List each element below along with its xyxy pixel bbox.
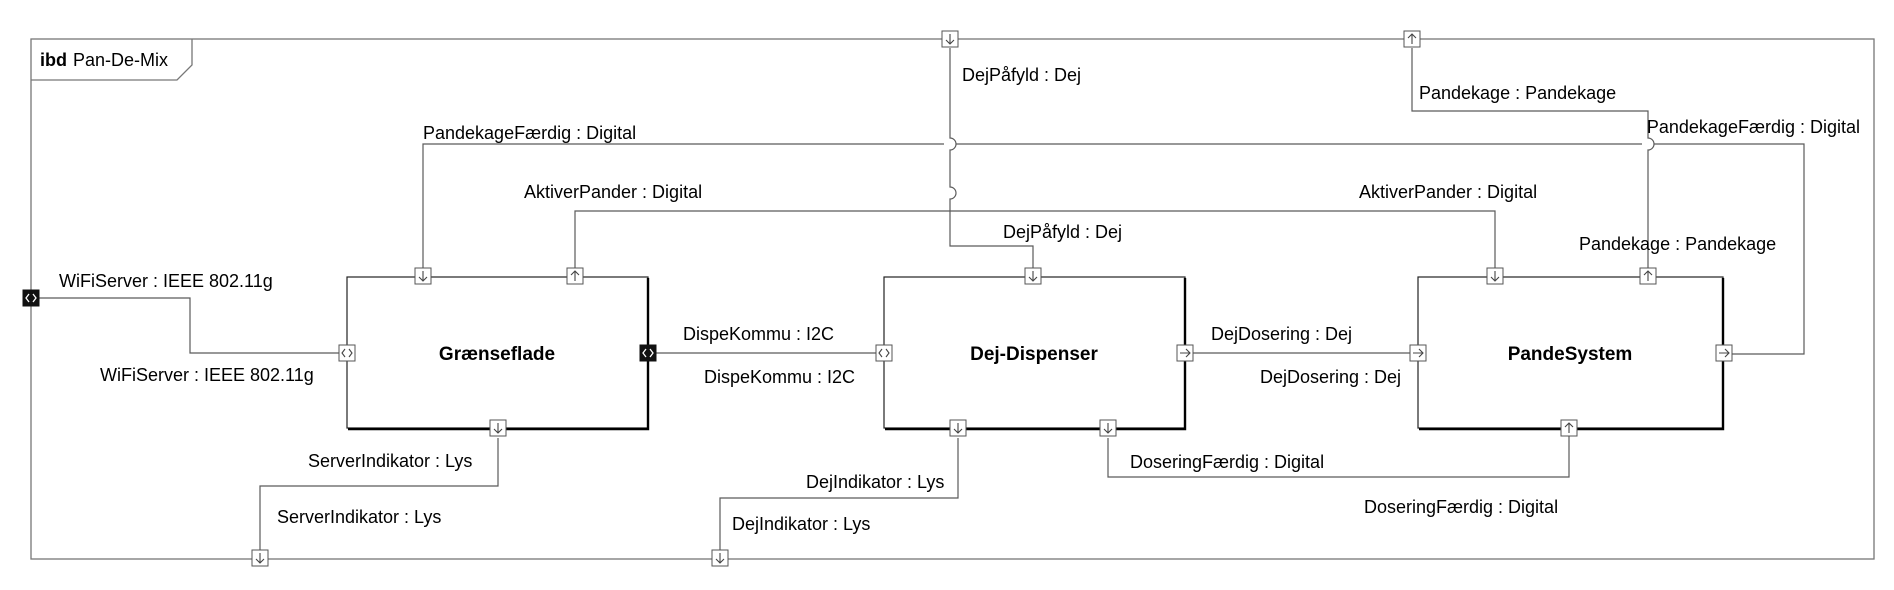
block-pandesystem[interactable]: PandeSystem (1417, 276, 1725, 431)
wire-wifiserver (39, 297, 339, 354)
port-graenseflade-serverindikator-out[interactable] (489, 419, 507, 437)
wire-aktiverpander (574, 210, 1496, 268)
label-wifiserver-inner: WiFiServer : IEEE 802.11g (100, 365, 314, 385)
label-dejpafyld-top: DejPåfyld : Dej (962, 65, 1081, 85)
bidirectional-icon (25, 293, 37, 303)
port-dispenser-dejdosering-out[interactable] (1176, 344, 1194, 362)
label-pandekagefaerdig-left: PandekageFærdig : Digital (423, 123, 636, 143)
port-pandesystem-pandekage-out[interactable] (1639, 267, 1657, 285)
port-pandesystem-pandekagefaerdig-out[interactable] (1715, 344, 1733, 362)
label-dejdosering-bottom: DejDosering : Dej (1260, 367, 1401, 387)
port-graenseflade-wifiserver[interactable] (338, 344, 356, 362)
label-aktiverpander-right: AktiverPander : Digital (1359, 182, 1537, 202)
arrow-up-icon (570, 270, 580, 281)
label-wifiserver-outer: WiFiServer : IEEE 802.11g (59, 271, 273, 291)
port-pandesystem-doseringfaerdig-in[interactable] (1560, 419, 1578, 437)
bidirectional-icon (878, 348, 890, 358)
port-frame-serverindikator-out[interactable] (251, 549, 269, 567)
arrow-down-icon (493, 423, 503, 434)
arrow-down-icon (418, 271, 428, 282)
bidirectional-icon (341, 348, 353, 358)
arrow-right-icon (1719, 348, 1730, 358)
port-frame-dejindikator-out[interactable] (711, 549, 729, 567)
label-dispekommu-top: DispeKommu : I2C (683, 324, 834, 344)
port-frame-pandekage-out[interactable] (1403, 30, 1421, 48)
arrow-down-icon (1490, 271, 1500, 282)
port-graenseflade-pandekagefaerdig-in[interactable] (414, 267, 432, 285)
port-pandesystem-aktiverpander-in[interactable] (1486, 267, 1504, 285)
label-aktiverpander-left: AktiverPander : Digital (524, 182, 702, 202)
block-dej-dispenser-label: Dej-Dispenser (970, 344, 1098, 365)
wire-dejpafyld (949, 48, 1034, 268)
port-dispenser-dejindikator-out[interactable] (949, 419, 967, 437)
label-dejdosering-top: DejDosering : Dej (1211, 324, 1352, 344)
label-dejpafyld-mid: DejPåfyld : Dej (1003, 222, 1122, 242)
port-dispenser-dispekommu[interactable] (875, 344, 893, 362)
wire-doseringfaerdig (1107, 428, 1570, 478)
frame-kind: ibd (40, 50, 67, 70)
port-dispenser-doseringfaerdig-out[interactable] (1099, 419, 1117, 437)
arrow-right-icon (1180, 348, 1191, 358)
label-serverindikator-bottom: ServerIndikator : Lys (277, 507, 441, 527)
label-dejindikator-bottom: DejIndikator : Lys (732, 514, 870, 534)
frame-name: Pan-De-Mix (73, 50, 168, 70)
arrow-down-icon (953, 423, 963, 434)
port-graenseflade-dispekommu[interactable] (639, 344, 657, 362)
block-graenseflade-label: Grænseflade (439, 344, 555, 365)
arrow-down-icon (715, 553, 725, 564)
label-pandekagefaerdig-right: PandekageFærdig : Digital (1647, 117, 1860, 137)
wire-dejindikator (719, 438, 959, 550)
label-pandekage-top: Pandekage : Pandekage (1419, 83, 1616, 103)
port-graenseflade-aktiverpander-out[interactable] (566, 267, 584, 285)
port-frame-dejpafyld-in[interactable] (941, 30, 959, 48)
block-dej-dispenser[interactable]: Dej-Dispenser (883, 276, 1187, 431)
port-dispenser-dejpafyld-in[interactable] (1024, 267, 1042, 285)
bidirectional-icon (642, 348, 654, 358)
arrow-down-icon (945, 34, 955, 45)
arrow-right-icon (1413, 348, 1424, 358)
arrow-up-icon (1564, 422, 1574, 433)
block-pandesystem-label: PandeSystem (1508, 344, 1633, 365)
label-dejindikator-top: DejIndikator : Lys (806, 472, 944, 492)
label-pandekage-mid: Pandekage : Pandekage (1579, 234, 1776, 254)
port-pandesystem-dejdosering-in[interactable] (1409, 344, 1427, 362)
label-doseringfaerdig-top: DoseringFærdig : Digital (1130, 452, 1324, 472)
arrow-down-icon (255, 553, 265, 564)
wire-serverindikator (259, 438, 499, 550)
arrow-down-icon (1028, 271, 1038, 282)
wire-pandekage (1411, 48, 1655, 268)
arrow-up-icon (1643, 270, 1653, 281)
arrow-down-icon (1103, 423, 1113, 434)
port-frame-wifiserver[interactable] (22, 289, 40, 307)
label-doseringfaerdig-bottom: DoseringFærdig : Digital (1364, 497, 1558, 517)
label-dispekommu-bottom: DispeKommu : I2C (704, 367, 855, 387)
label-serverindikator-top: ServerIndikator : Lys (308, 451, 472, 471)
frame-tab (31, 39, 193, 81)
block-graenseflade[interactable]: Grænseflade (346, 276, 650, 431)
arrow-up-icon (1407, 33, 1417, 44)
frame-title: ibd Pan-De-Mix (40, 50, 168, 70)
wire-pandekagefaerdig (422, 143, 1805, 355)
